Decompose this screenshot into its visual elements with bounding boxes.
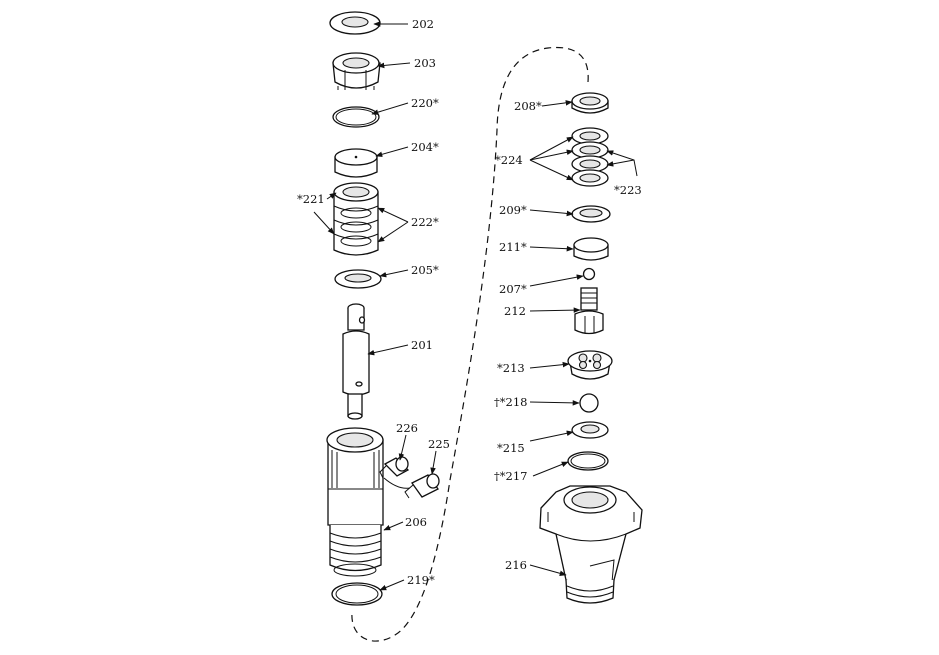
part-223-224-packing-stack	[571, 127, 609, 187]
label-203: 203	[414, 56, 436, 70]
part-205-male-gland	[334, 269, 382, 289]
label-218: †*218	[494, 395, 527, 409]
part-209-female-gland	[571, 205, 611, 223]
part-215-seat	[571, 421, 609, 439]
part-202-washer	[329, 11, 381, 35]
label-220: 220*	[411, 96, 439, 110]
label-223: *223	[614, 183, 642, 197]
part-203-packing-nut	[332, 52, 381, 90]
label-202: 202	[412, 17, 434, 31]
label-213: *213	[497, 361, 525, 375]
part-212-piston-valve	[574, 287, 604, 335]
part-226-fitting	[379, 456, 410, 479]
label-215: *215	[497, 441, 525, 455]
part-labels: 202 203 220* 204* *221 222* 205* 201 226…	[297, 17, 642, 587]
part-201-displacement-rod	[342, 303, 370, 420]
part-218-intake-ball	[579, 393, 599, 413]
part-219-o-ring	[331, 582, 383, 606]
assembly-path-line	[351, 46, 589, 642]
label-208: 208*	[514, 99, 542, 113]
label-201: 201	[411, 338, 433, 352]
label-225: 225	[428, 437, 450, 451]
part-207-ball	[582, 267, 596, 281]
label-224: *224	[495, 153, 523, 167]
label-204: 204*	[411, 140, 439, 154]
label-226: 226	[396, 421, 418, 435]
part-220-o-ring	[332, 106, 380, 128]
label-217: †*217	[494, 469, 527, 483]
label-209: 209*	[499, 203, 527, 217]
label-222: 222*	[411, 215, 439, 229]
part-225-fitting	[383, 473, 440, 499]
label-206: 206	[405, 515, 427, 529]
label-221: *221	[297, 192, 325, 206]
label-211: 211*	[499, 240, 527, 254]
part-206-pump-cylinder	[326, 427, 384, 577]
part-204-gland	[334, 148, 378, 178]
label-216: 216	[505, 558, 527, 572]
part-221-222-packing-stack	[333, 182, 379, 256]
label-212: 212	[504, 304, 526, 318]
part-213-intake-valve-guide	[567, 350, 613, 380]
part-216-intake-valve-housing	[539, 485, 643, 604]
leader-lines	[313, 21, 638, 591]
part-208-throat-packing	[571, 92, 609, 114]
part-211-piston-seal	[573, 237, 609, 261]
label-205: 205*	[411, 263, 439, 277]
part-217-o-ring	[567, 451, 609, 471]
label-207: 207*	[499, 282, 527, 296]
label-219: 219*	[407, 573, 435, 587]
